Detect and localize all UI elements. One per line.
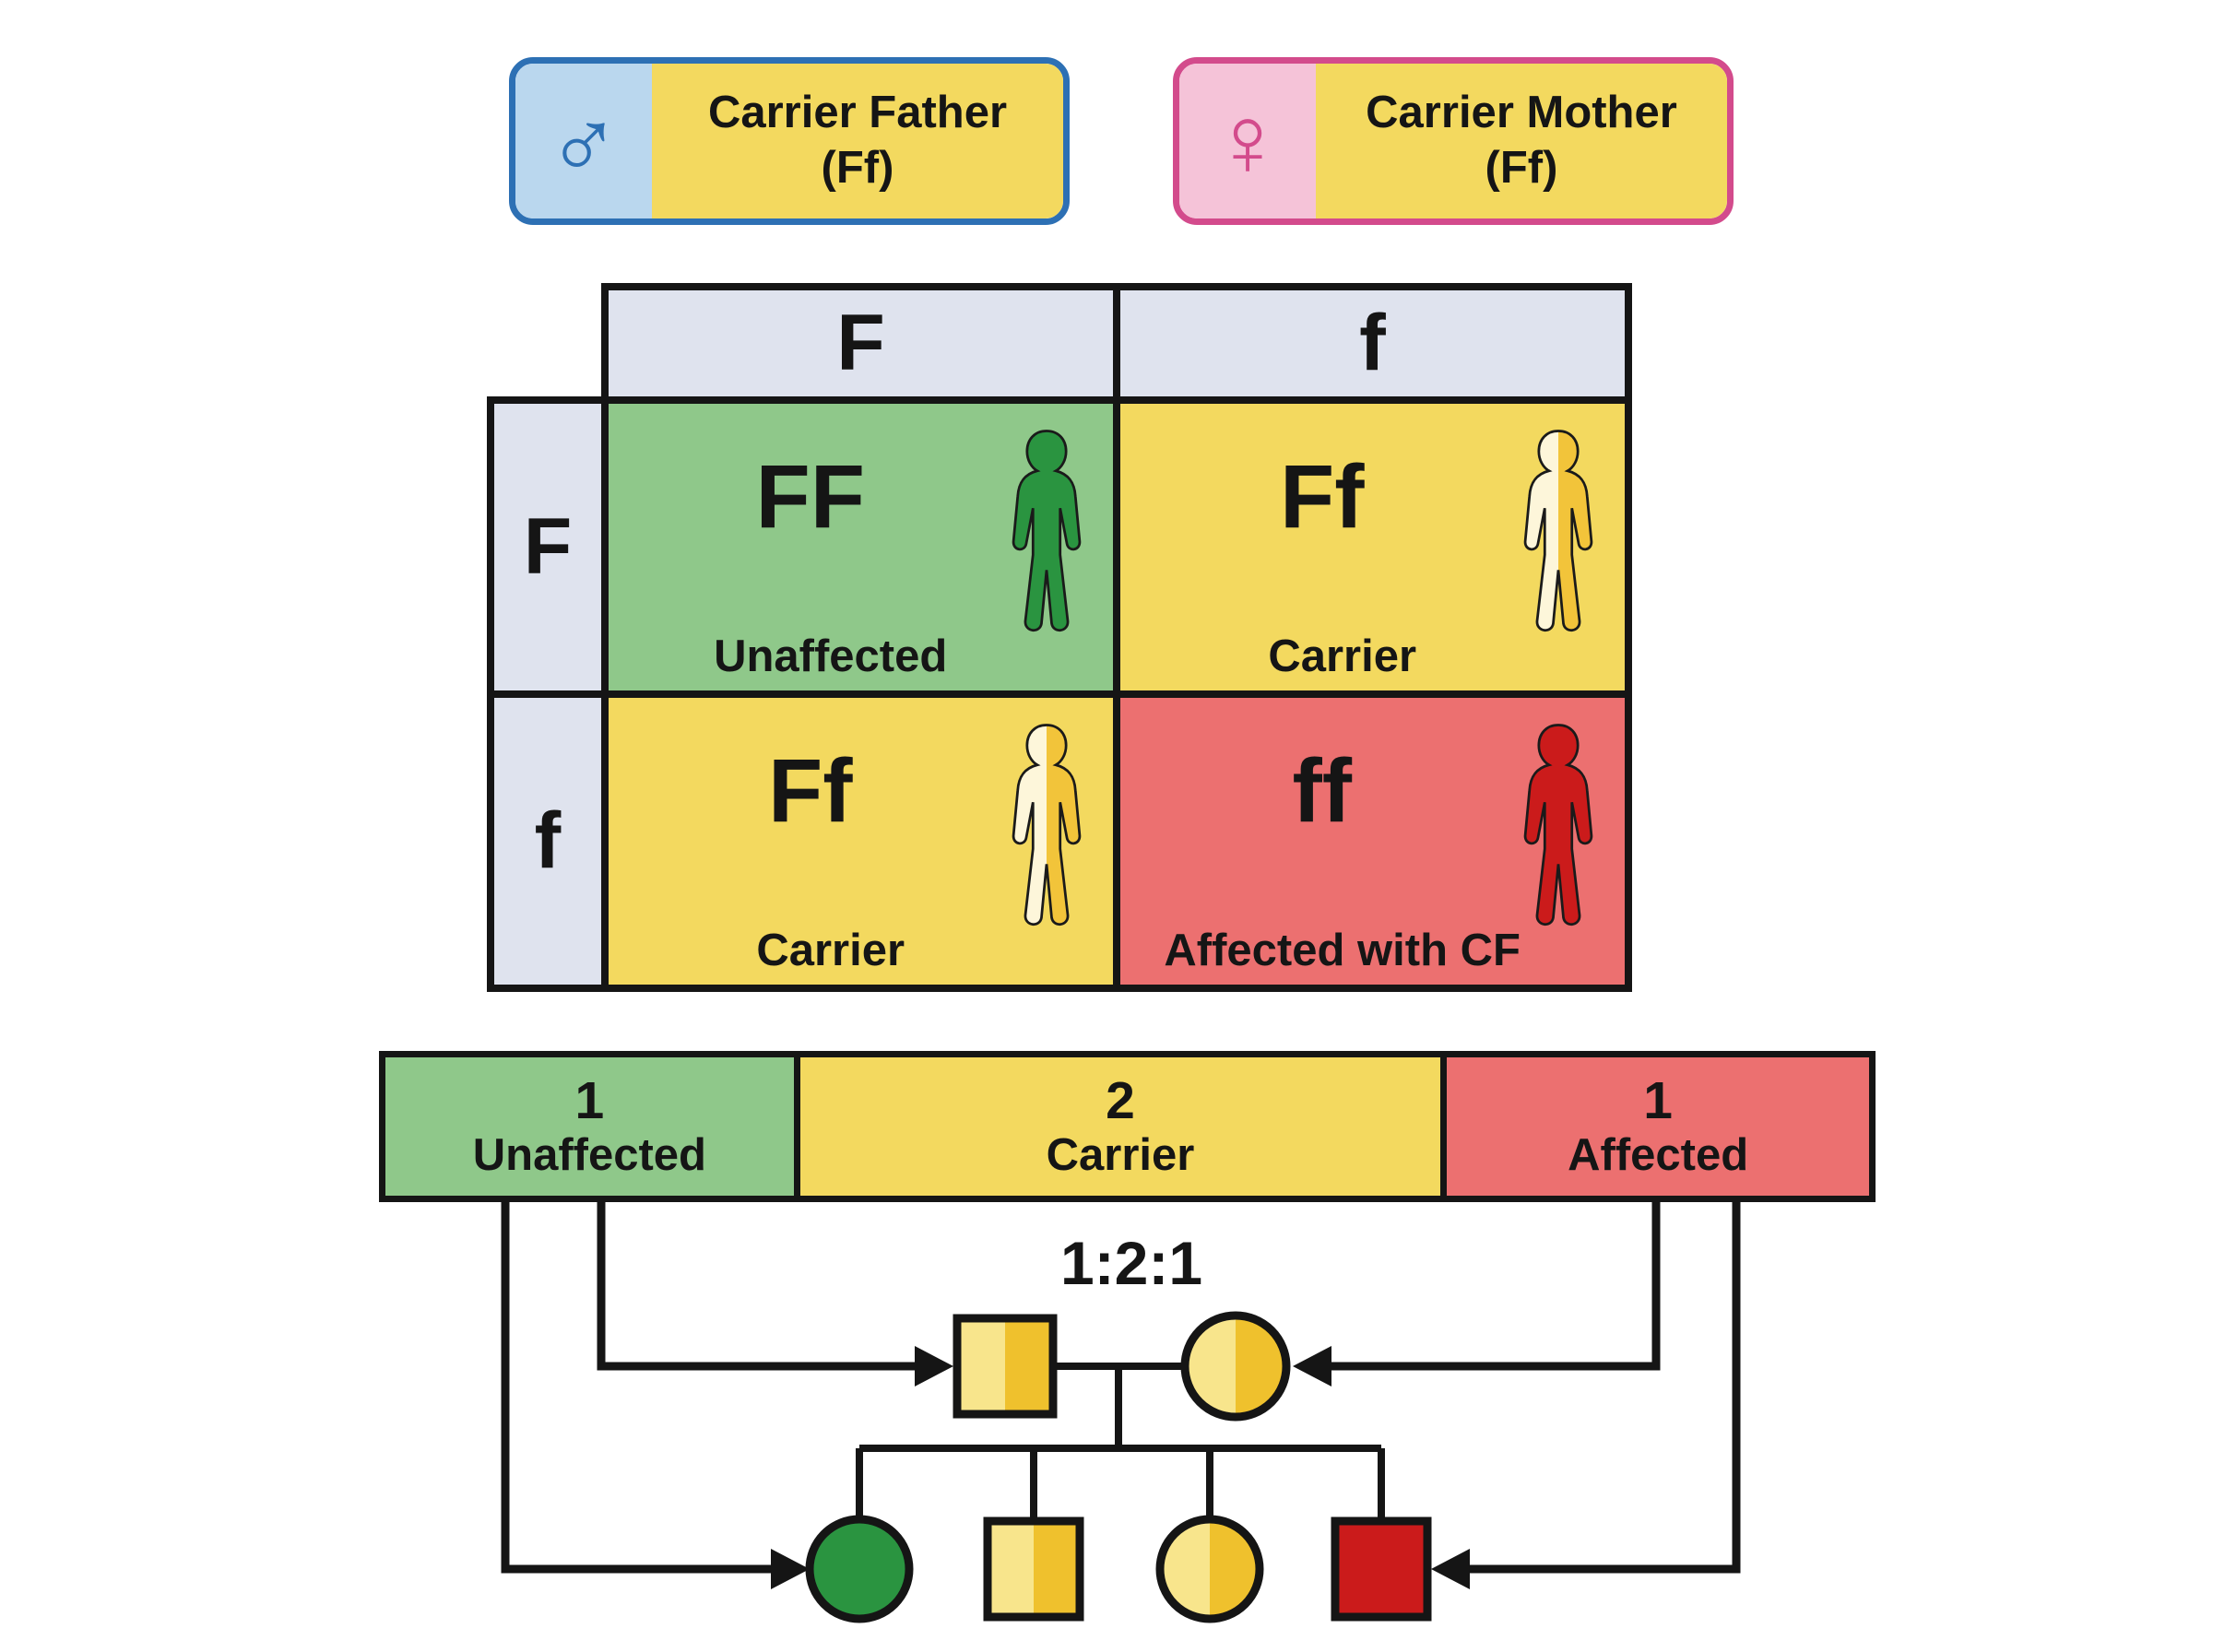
status-label: Unaffected bbox=[714, 631, 948, 681]
person-icon-carrier bbox=[1012, 724, 1082, 926]
punnett-column-headers: F f bbox=[601, 283, 1632, 404]
pedigree-child-carrier-circle bbox=[1155, 1515, 1264, 1623]
pedigree-mother-circle bbox=[1180, 1311, 1291, 1422]
male-icon-area: ♂ bbox=[515, 64, 652, 218]
connector-unaffected-to-father bbox=[597, 1198, 918, 1371]
punnett-row-headers: F f bbox=[487, 396, 609, 992]
connector-unaffected-to-child bbox=[501, 1198, 775, 1574]
ratio-count: 2 bbox=[1106, 1070, 1135, 1130]
ratio-count: 1 bbox=[1643, 1070, 1673, 1130]
ratio-label: Carrier bbox=[1046, 1130, 1195, 1181]
ratio-label: Affected bbox=[1568, 1130, 1749, 1181]
punnett-row-header-f: f bbox=[494, 698, 601, 985]
punnett-col-header-F: F bbox=[609, 290, 1113, 396]
legend-father-title: Carrier Father bbox=[707, 88, 1008, 138]
ratio-segment-affected: 1 Affected bbox=[1447, 1057, 1869, 1196]
genotype-label: FF bbox=[755, 446, 866, 547]
female-icon-area: ♀ bbox=[1179, 64, 1316, 218]
status-label: Carrier bbox=[756, 926, 905, 975]
ratio-bar: 1 Unaffected 2 Carrier 1 Affected bbox=[379, 1051, 1876, 1202]
legend-father-genotype: (Ff) bbox=[821, 143, 894, 193]
connector-affected-to-mother bbox=[1328, 1198, 1661, 1371]
genotype-label: ff bbox=[1292, 740, 1353, 841]
arrowhead-icon bbox=[771, 1549, 810, 1589]
ratio-segment-carrier: 2 Carrier bbox=[799, 1057, 1441, 1196]
punnett-cell-Ff-top: Ff Carrier bbox=[1120, 404, 1625, 690]
legend-mother-genotype: (Ff) bbox=[1485, 143, 1558, 193]
status-label: Carrier bbox=[1268, 631, 1417, 681]
male-icon: ♂ bbox=[546, 85, 621, 196]
pedigree-child-affected-square bbox=[1331, 1516, 1432, 1622]
arrowhead-icon bbox=[915, 1346, 953, 1386]
punnett-cell-Ff-bottom: Ff Carrier bbox=[609, 698, 1113, 985]
status-label: Affected with CF bbox=[1164, 926, 1521, 975]
ratio-segment-unaffected: 1 Unaffected bbox=[385, 1057, 794, 1196]
female-icon: ♀ bbox=[1210, 85, 1285, 196]
punnett-col-header-f: f bbox=[1120, 290, 1625, 396]
punnett-grid: FF Unaffected Ff Carrier Ff Carrier ff A… bbox=[601, 396, 1632, 992]
genotype-label: Ff bbox=[1280, 446, 1365, 547]
pedigree-father-square bbox=[953, 1314, 1058, 1419]
pedigree-child-carrier-square bbox=[983, 1516, 1084, 1622]
arrowhead-icon bbox=[1293, 1346, 1331, 1386]
connector-affected-to-child bbox=[1466, 1198, 1741, 1574]
pedigree-child-unaffected-circle bbox=[805, 1515, 914, 1623]
punnett-cell-FF: FF Unaffected bbox=[609, 404, 1113, 690]
person-icon-affected bbox=[1523, 724, 1593, 926]
person-icon-unaffected bbox=[1012, 430, 1082, 632]
ratio-label: Unaffected bbox=[472, 1130, 706, 1181]
legend-father-text: Carrier Father (Ff) bbox=[652, 64, 1063, 218]
ratio-count: 1 bbox=[574, 1070, 605, 1130]
ratio-text: 1:2:1 bbox=[1059, 1229, 1203, 1297]
legend-mother-title: Carrier Mother bbox=[1366, 88, 1677, 138]
punnett-cell-ff: ff Affected with CF bbox=[1120, 698, 1625, 985]
legend-carrier-father: ♂ Carrier Father (Ff) bbox=[509, 57, 1070, 225]
legend-mother-text: Carrier Mother (Ff) bbox=[1316, 64, 1727, 218]
genotype-label: Ff bbox=[768, 740, 853, 841]
arrowhead-icon bbox=[1431, 1549, 1470, 1589]
person-icon-carrier bbox=[1523, 430, 1593, 632]
legend-carrier-mother: ♀ Carrier Mother (Ff) bbox=[1173, 57, 1734, 225]
punnett-row-header-F: F bbox=[494, 404, 601, 690]
